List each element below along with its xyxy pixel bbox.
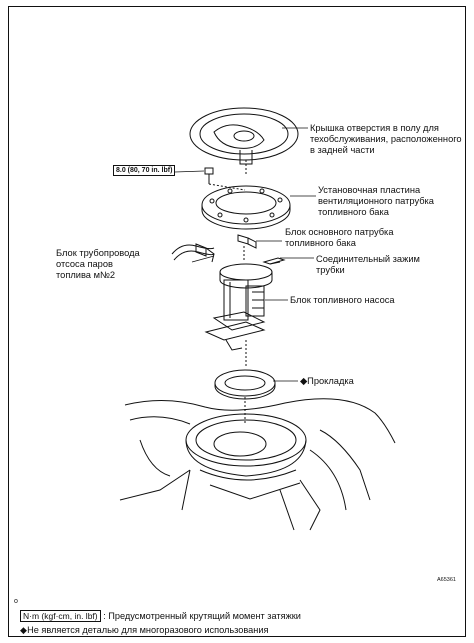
gasket-label-row: ◆Прокладка — [300, 376, 354, 387]
non-reusable-legend-text: Не является деталью для многоразового ис… — [27, 625, 269, 635]
joint-clamp-label: Соединительный зажим трубки — [316, 254, 420, 275]
torque-unit-box: N·m (kgf·cm, in. lbf) — [20, 610, 101, 622]
vapor-pipe-block — [171, 243, 215, 263]
vent-plate — [201, 185, 291, 230]
leader-lines — [174, 127, 316, 382]
fuel-tank-floor — [119, 398, 396, 531]
vent-plate-label: Установочная пластина вентиляционного па… — [318, 185, 434, 217]
legend-torque: N·m (kgf·cm, in. lbf) : Предусмотренный … — [20, 610, 301, 622]
torque-spec-label: 8.0 (80, 70 in. lbf) — [113, 165, 176, 176]
diagram-code: A65361 — [437, 577, 456, 583]
main-pipe-block — [237, 234, 257, 262]
non-reusable-symbol: ◆ — [20, 625, 28, 635]
bolt — [204, 167, 246, 191]
corner-mark: o — [14, 598, 18, 605]
legend-non-reusable: ◆Не является деталью для многоразового и… — [20, 625, 268, 636]
vapor-pipe-label: Блок трубопровода отсоса паров топлива м… — [56, 248, 140, 280]
main-pipe-label: Блок основного патрубка топливного бака — [285, 227, 394, 248]
service-hole-cover — [189, 107, 299, 175]
non-reusable-marker: ◆ — [300, 376, 308, 386]
service-hole-cover-label: Крышка отверстия в полу для техобслужива… — [310, 123, 462, 155]
joint-clamp — [262, 257, 286, 265]
gasket-label: Прокладка — [307, 376, 354, 386]
fuel-pump-label: Блок топливного насоса — [290, 295, 395, 305]
gasket — [214, 369, 276, 425]
fuel-pump-assembly — [204, 263, 273, 368]
diagram-frame — [8, 6, 466, 637]
torque-legend-text: : Предусмотренный крутящий момент затяжк… — [103, 611, 301, 621]
